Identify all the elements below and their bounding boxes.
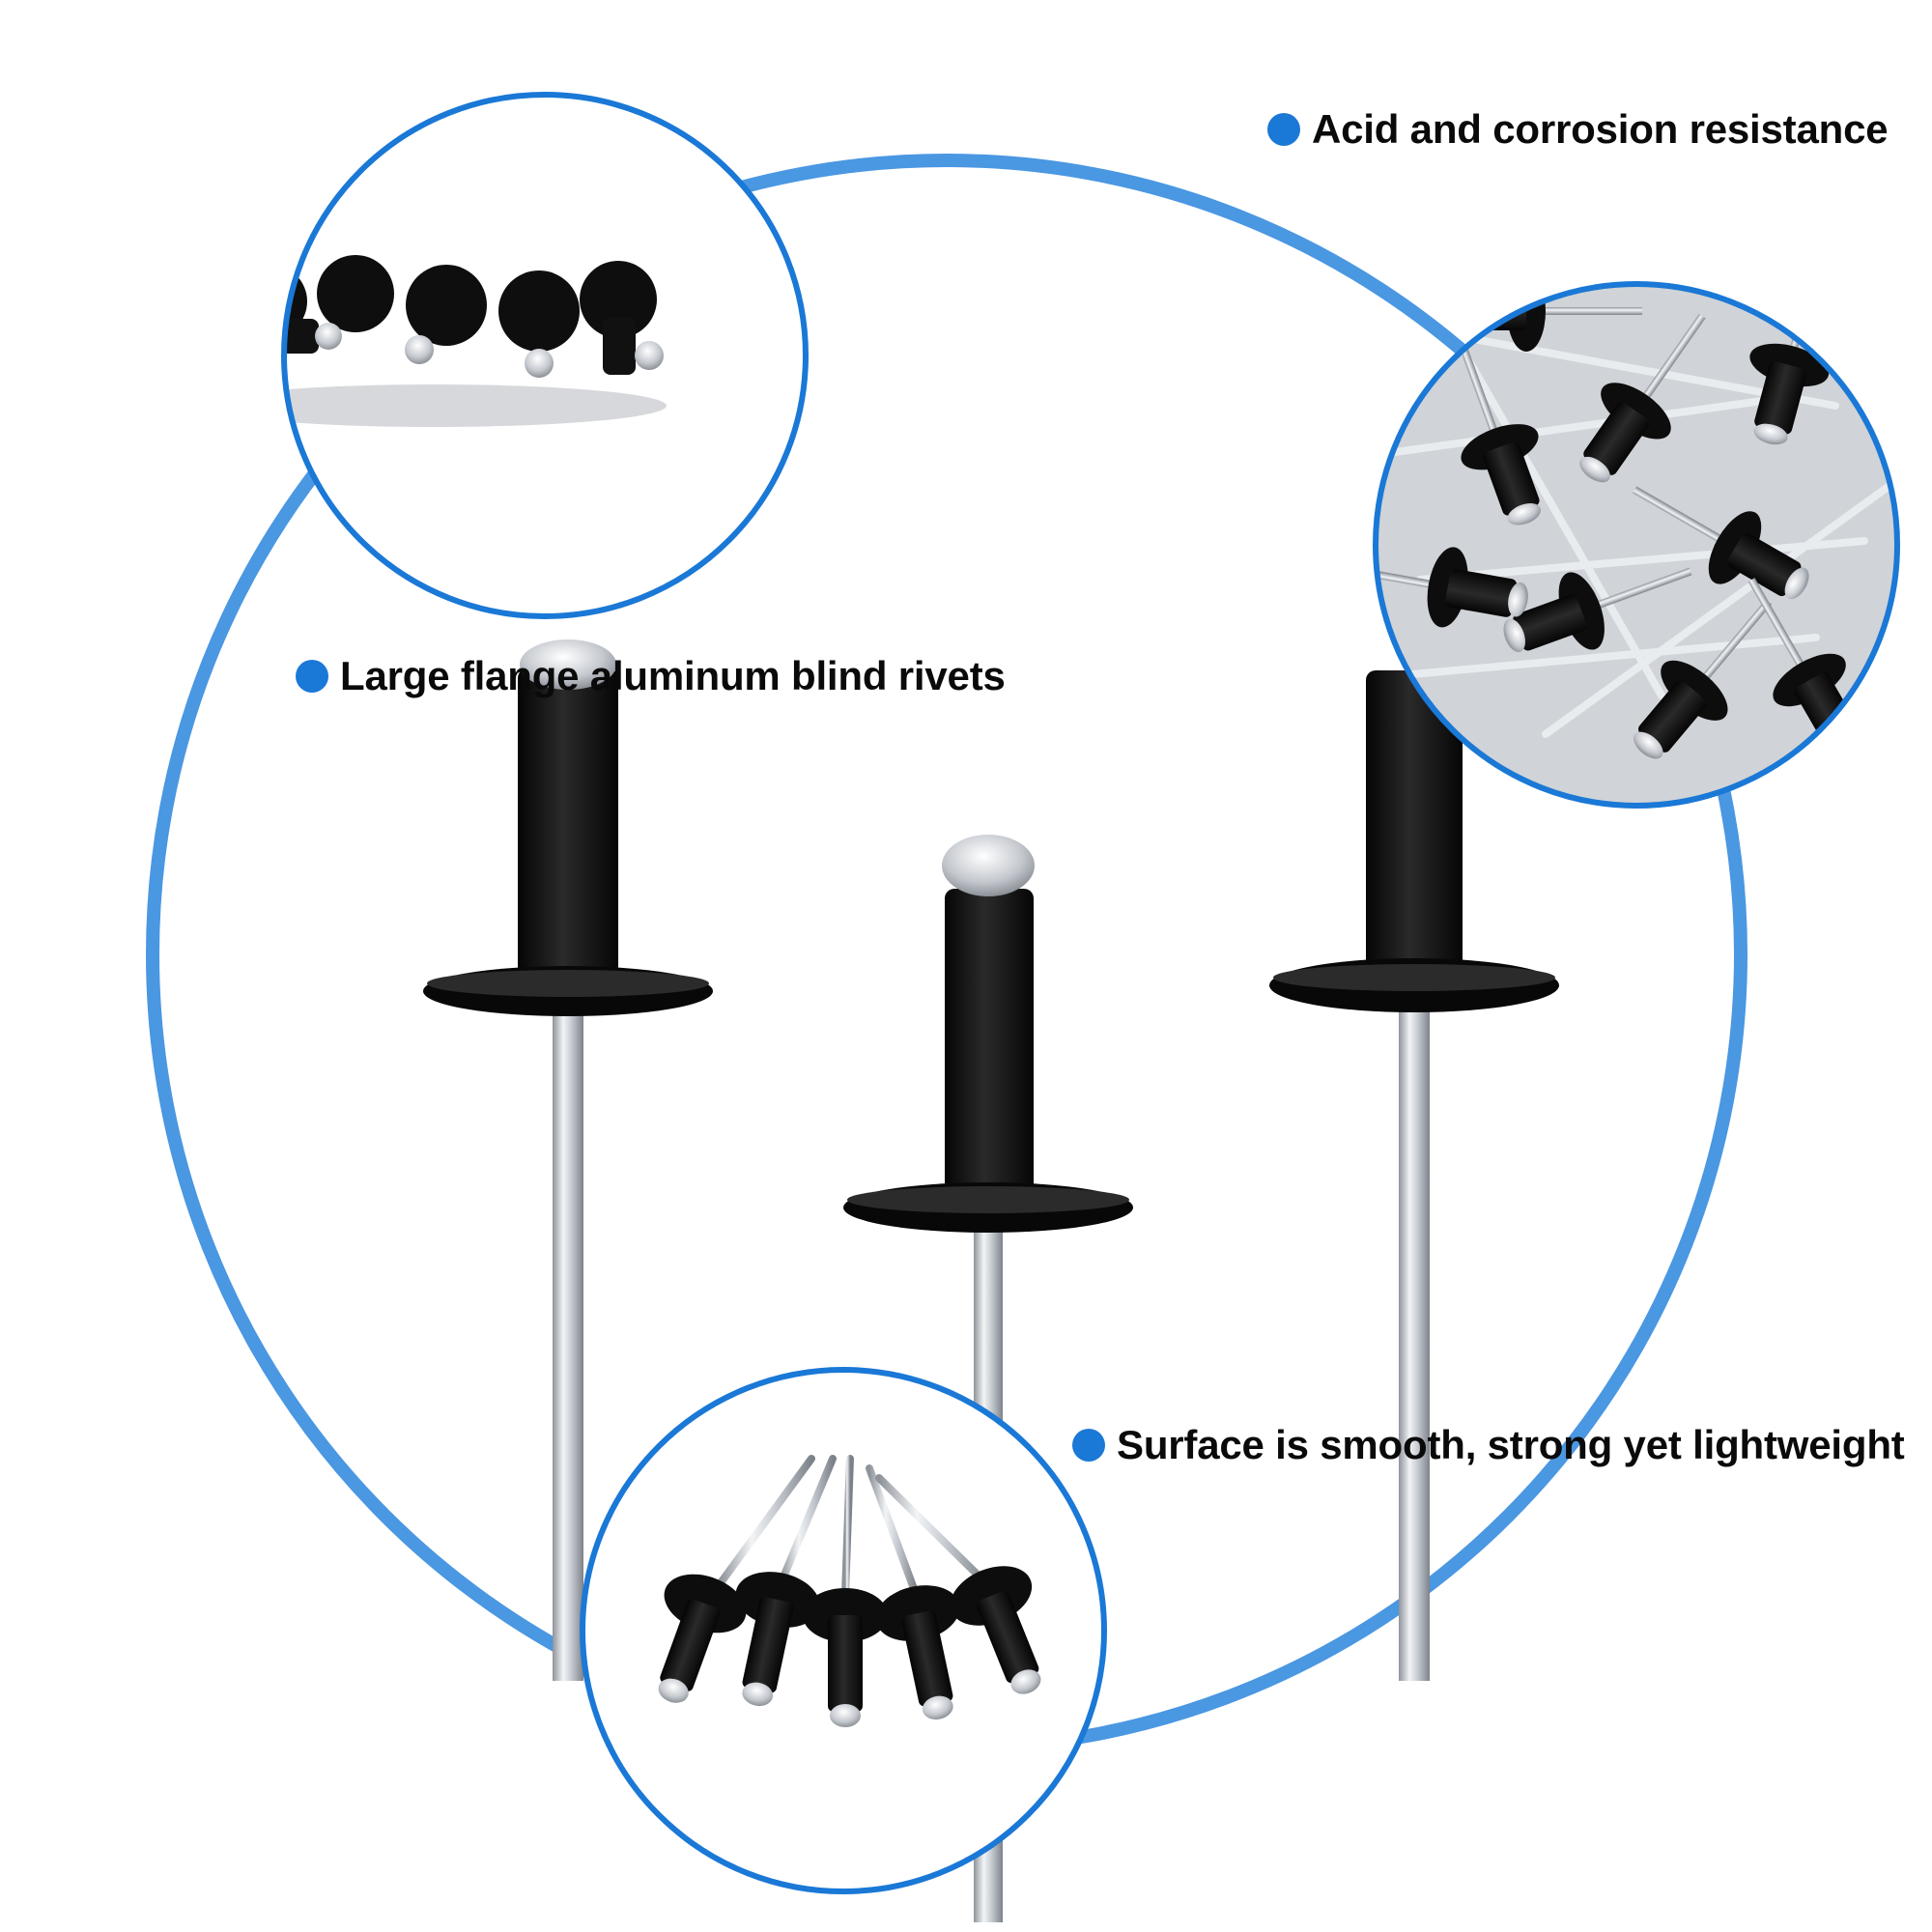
feature-text: Acid and corrosion resistance bbox=[1312, 106, 1889, 152]
inset-top-left bbox=[281, 92, 809, 619]
inset-right bbox=[1373, 281, 1900, 809]
inset-bottom bbox=[580, 1367, 1107, 1894]
feature-text: Large flange aluminum blind rivets bbox=[340, 653, 1006, 698]
feature-large-flange: Large flange aluminum blind rivets bbox=[296, 653, 1006, 699]
bullet-dot-icon bbox=[1267, 113, 1300, 146]
feature-smooth-surface: Surface is smooth, strong yet lightweigh… bbox=[1072, 1422, 1905, 1468]
feature-text: Surface is smooth, strong yet lightweigh… bbox=[1117, 1422, 1905, 1467]
rivet-left bbox=[423, 639, 713, 1681]
feature-corrosion-resistance: Acid and corrosion resistance bbox=[1267, 106, 1889, 153]
bullet-dot-icon bbox=[296, 660, 328, 693]
bullet-dot-icon bbox=[1072, 1429, 1105, 1462]
rivet-right bbox=[1269, 670, 1559, 1681]
